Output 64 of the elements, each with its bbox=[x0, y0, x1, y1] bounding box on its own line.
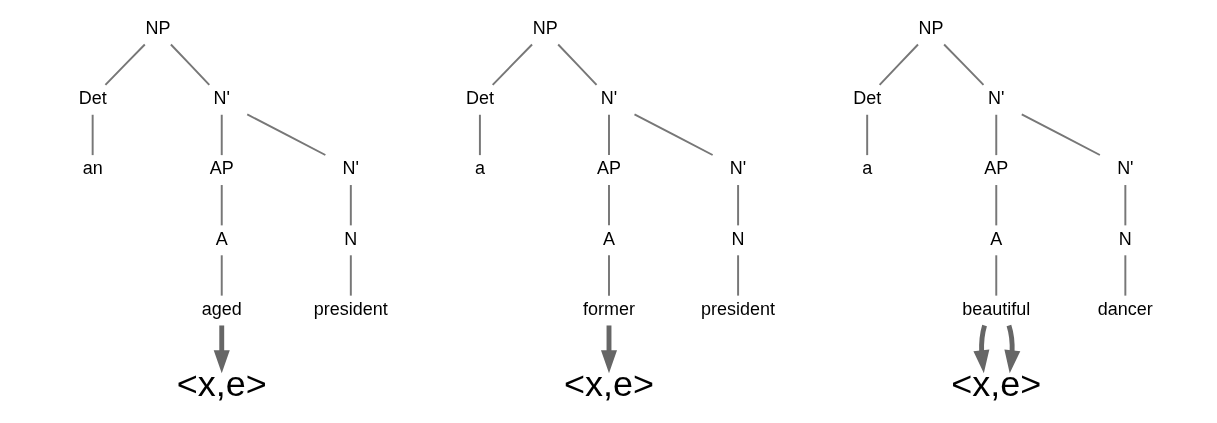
node-text: <x,e> bbox=[950, 363, 1041, 405]
connector bbox=[220, 254, 223, 297]
node-text: N bbox=[343, 228, 357, 249]
connector bbox=[942, 43, 984, 86]
node-text: beautiful bbox=[961, 298, 1030, 319]
node-text: NP bbox=[917, 17, 943, 38]
arrow bbox=[972, 324, 989, 374]
node-text: NP bbox=[532, 17, 558, 38]
connector bbox=[607, 184, 610, 227]
node-text: dancer bbox=[1097, 298, 1153, 319]
node-text: AP bbox=[983, 158, 1008, 179]
connector bbox=[994, 184, 997, 227]
node-text: N bbox=[731, 228, 745, 249]
node-text: president bbox=[313, 298, 388, 319]
node-text: former bbox=[582, 298, 635, 319]
arrow bbox=[600, 325, 617, 374]
node-text: AP bbox=[209, 158, 234, 179]
connector bbox=[245, 113, 326, 156]
node-text: a bbox=[474, 158, 485, 179]
node-text: AP bbox=[596, 158, 621, 179]
connector bbox=[1123, 254, 1126, 297]
connector bbox=[491, 43, 533, 86]
node-text: N' bbox=[600, 88, 617, 109]
connector bbox=[91, 113, 94, 157]
node-text: Det bbox=[465, 88, 494, 109]
node-text: president bbox=[700, 298, 775, 319]
connector bbox=[1020, 113, 1101, 156]
node-text: N bbox=[1118, 228, 1132, 249]
node-text: aged bbox=[201, 298, 242, 319]
node-text: N' bbox=[987, 88, 1004, 109]
node-text: N' bbox=[1116, 158, 1134, 179]
connector bbox=[220, 184, 223, 227]
node-text: <x,e> bbox=[563, 363, 654, 405]
node-text: A bbox=[215, 228, 228, 249]
node-text: N' bbox=[342, 158, 359, 179]
arrow bbox=[1003, 324, 1020, 374]
node-text: A bbox=[602, 228, 615, 249]
node-text: a bbox=[861, 158, 872, 179]
connector bbox=[349, 254, 352, 297]
node-text: N' bbox=[213, 88, 230, 109]
node-text: <x,e> bbox=[176, 363, 267, 405]
connector bbox=[478, 113, 481, 157]
connector bbox=[607, 254, 610, 297]
node-text: Det bbox=[78, 88, 107, 109]
connector bbox=[994, 254, 997, 297]
arrow bbox=[213, 325, 230, 374]
node-text: Det bbox=[852, 88, 881, 109]
connector bbox=[556, 43, 598, 86]
connector bbox=[865, 113, 868, 157]
connector bbox=[633, 113, 714, 156]
connector bbox=[736, 184, 739, 227]
connector bbox=[878, 43, 919, 86]
connector bbox=[1123, 184, 1126, 227]
node-text: NP bbox=[145, 17, 170, 38]
connector bbox=[349, 184, 352, 227]
connector bbox=[220, 113, 223, 157]
connector bbox=[607, 113, 610, 157]
node-text: an bbox=[82, 158, 103, 179]
connector bbox=[994, 113, 997, 157]
connector bbox=[169, 43, 210, 86]
connector bbox=[736, 254, 739, 297]
node-text: N' bbox=[729, 158, 746, 179]
connector bbox=[103, 43, 146, 86]
node-text: A bbox=[989, 228, 1002, 249]
